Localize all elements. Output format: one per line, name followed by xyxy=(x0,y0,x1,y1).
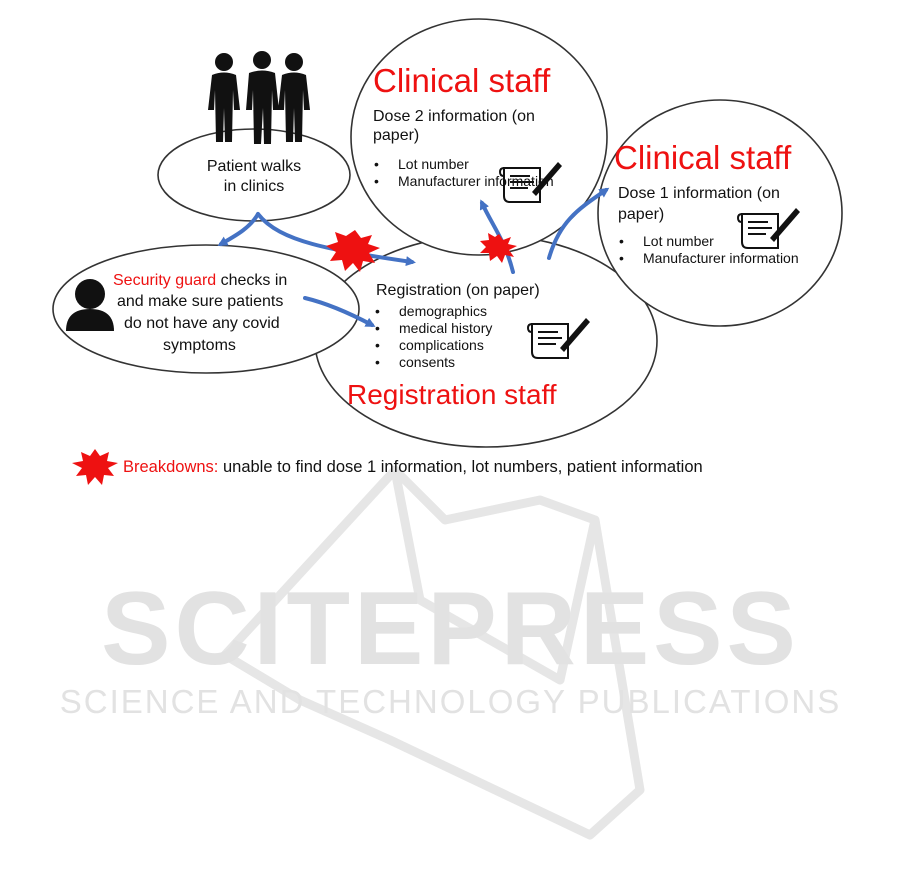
security-label-line1: Security guard checks in xyxy=(113,271,343,290)
list-item: complications xyxy=(373,337,492,354)
breakdown-burst-icon xyxy=(480,233,517,263)
arrow-to-dose2 xyxy=(479,199,515,274)
dose2-info-line2: paper) xyxy=(373,127,420,144)
dose1-info-line2: paper) xyxy=(618,206,665,223)
security-ellipse xyxy=(52,244,360,374)
breakdown-burst-icon xyxy=(326,230,380,272)
list-item: Manufacturer information xyxy=(372,173,554,190)
patient-label-line1: Patient walks xyxy=(206,158,302,175)
registration-staff-role: Registration staff xyxy=(347,379,557,410)
arrow-to-dose1 xyxy=(547,187,610,260)
list-item: medical history xyxy=(373,320,492,337)
list-item: consents xyxy=(373,354,492,371)
arrow-to-security xyxy=(217,212,260,246)
watermark-brand: SCITEPRESS xyxy=(101,571,800,687)
security-label-line3: do not have any covid xyxy=(124,315,280,332)
dose2-list: Lot number Manufacturer information xyxy=(372,156,554,190)
clinical-dose2-ellipse xyxy=(350,18,608,256)
clinical-staff-dose2-role: Clinical staff xyxy=(373,62,551,99)
breakdowns-legend-description: unable to find dose 1 information, lot n… xyxy=(218,458,703,476)
person-icon xyxy=(66,279,114,331)
clinical-dose1-ellipse xyxy=(597,99,843,327)
breakdown-burst-icon xyxy=(72,449,118,485)
list-item: Manufacturer information xyxy=(617,250,799,267)
clinical-staff-dose1-role: Clinical staff xyxy=(614,139,792,176)
registration-heading: Registration (on paper) xyxy=(376,282,540,299)
breakdowns-legend: Breakdowns: unable to find dose 1 inform… xyxy=(123,457,703,477)
list-item: demographics xyxy=(373,303,492,320)
registration-list: demographics medical history complicatio… xyxy=(373,303,492,371)
security-label-line4: symptoms xyxy=(163,337,236,354)
dose1-info-line1: Dose 1 information (on xyxy=(618,185,780,202)
dose1-list: Lot number Manufacturer information xyxy=(617,233,799,267)
arrow-security-to-registration xyxy=(303,296,376,327)
dose2-info-line1: Dose 2 information (on xyxy=(373,108,535,125)
people-group-icon xyxy=(208,51,310,144)
security-label-line2: and make sure patients xyxy=(117,293,284,310)
patient-label-line2: in clinics xyxy=(223,178,285,195)
breakdowns-legend-label: Breakdowns: xyxy=(123,458,219,476)
security-label-rest: checks in xyxy=(216,272,288,289)
list-item: Lot number xyxy=(617,233,799,250)
arrow-to-registration xyxy=(256,212,416,267)
paper-scroll-quill-icon xyxy=(526,318,590,359)
list-item: Lot number xyxy=(372,156,554,173)
watermark-tagline: SCIENCE AND TECHNOLOGY PUBLICATIONS xyxy=(59,683,842,720)
security-guard-highlight: Security guard xyxy=(113,272,217,289)
